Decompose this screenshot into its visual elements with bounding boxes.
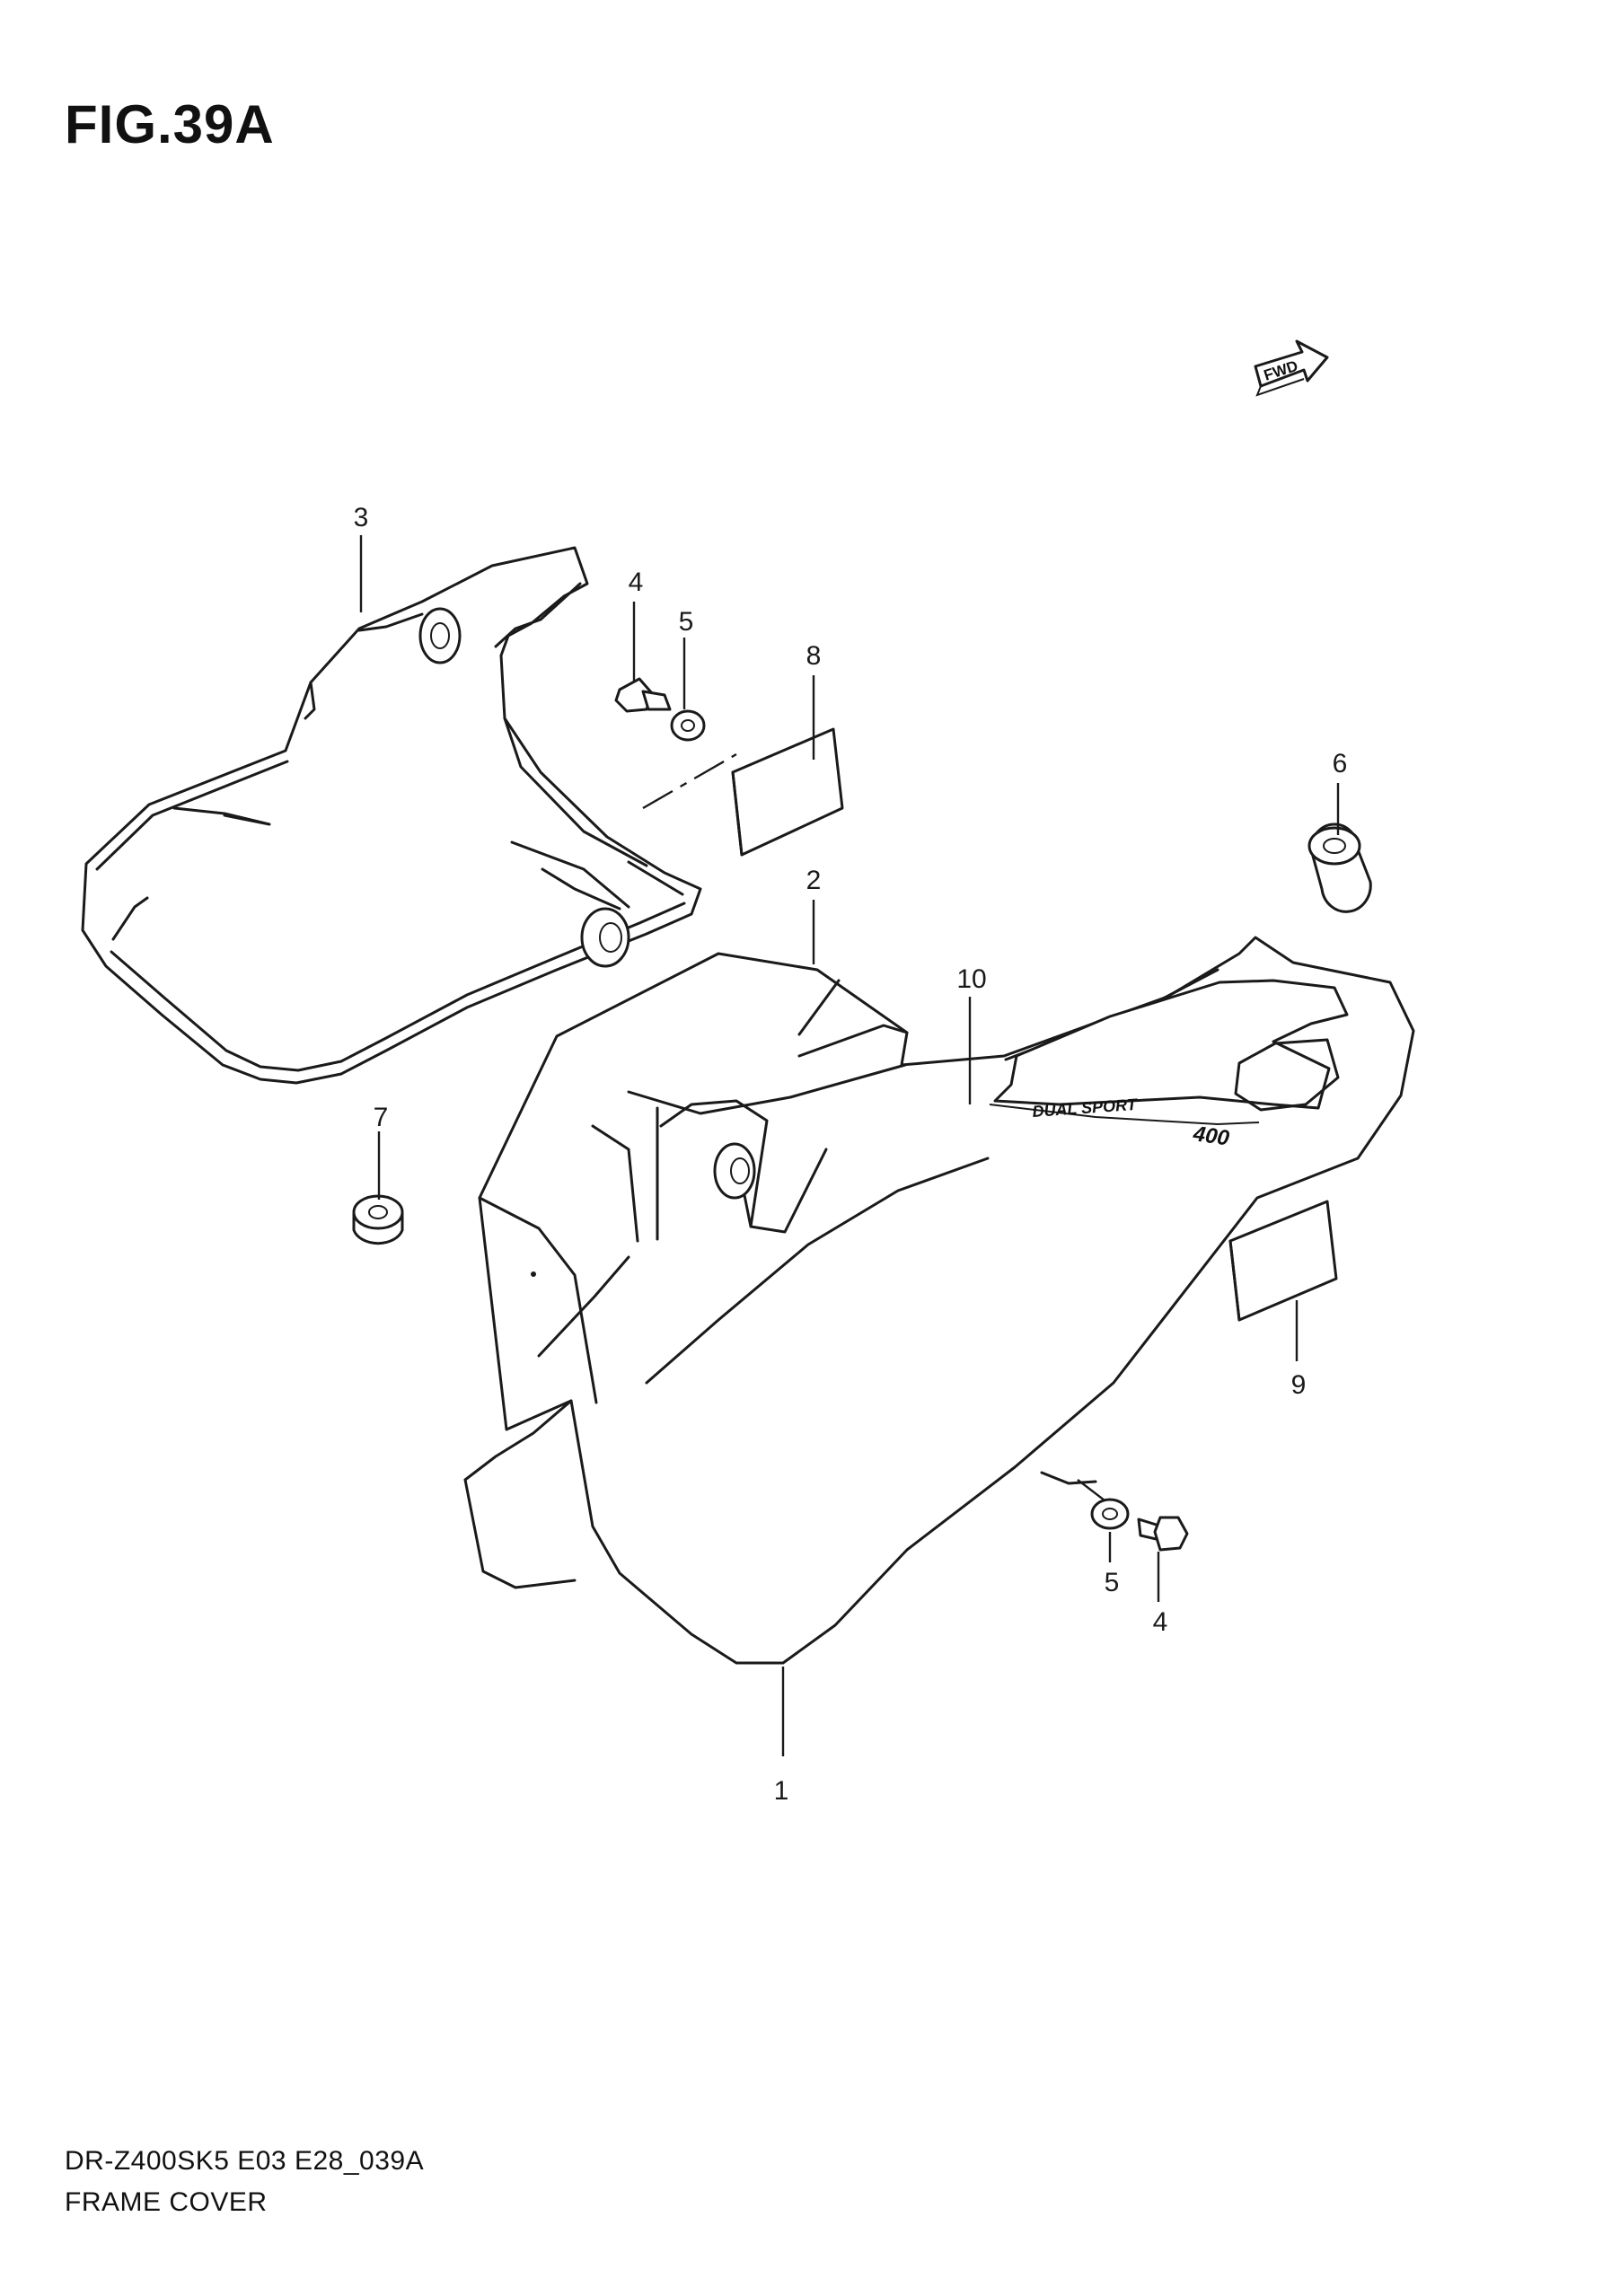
callout-6: 6 [1333, 749, 1348, 779]
callout-5-lower: 5 [1105, 1568, 1120, 1597]
callout-3: 3 [354, 503, 369, 532]
fwd-label: FWD [1262, 357, 1300, 384]
pad-part-8 [731, 727, 844, 857]
frame-cover-main-part-1 [463, 936, 1415, 1665]
figure-title: FIG.39A [65, 94, 275, 154]
callout-8: 8 [806, 641, 822, 671]
callout-leaders [359, 535, 1340, 1756]
diagram-footer: DR-Z400SK5 E03 E28_039A FRAME COVER [65, 2141, 424, 2223]
washer-part-5-upper [670, 709, 706, 742]
section-name: FRAME COVER [65, 2187, 268, 2217]
callout-4-upper: 4 [629, 567, 644, 597]
callout-2: 2 [806, 866, 822, 895]
fwd-arrow-icon: FWD [1254, 339, 1329, 397]
callout-9: 9 [1291, 1370, 1307, 1400]
decal-number: 400 [1191, 1122, 1231, 1151]
grommet-part-7 [352, 1194, 404, 1245]
model-code: DR-Z400SK5 E03 E28_039A [65, 2146, 425, 2176]
washer-part-5-lower [1090, 1498, 1130, 1530]
frame-cover-upper-part-3 [81, 546, 702, 1085]
callout-labels: 3 4 5 8 6 2 10 7 9 5 4 1 [354, 503, 1348, 1806]
callout-1: 1 [774, 1776, 789, 1806]
pad-part-9 [1228, 1200, 1338, 1322]
callout-4-lower: 4 [1153, 1607, 1168, 1637]
grommet-part-6 [1307, 823, 1372, 913]
bolt-part-4-upper [614, 677, 672, 713]
callout-7: 7 [374, 1103, 389, 1132]
bolt-part-4-lower [1137, 1516, 1189, 1552]
callout-10: 10 [956, 964, 986, 994]
callout-5-upper: 5 [679, 607, 694, 637]
